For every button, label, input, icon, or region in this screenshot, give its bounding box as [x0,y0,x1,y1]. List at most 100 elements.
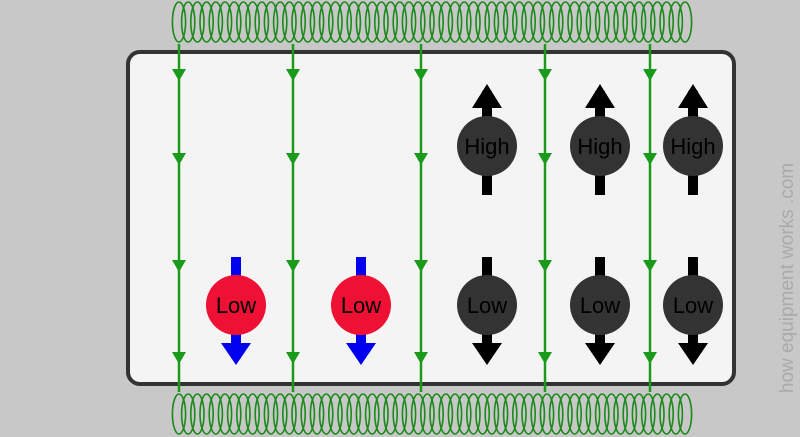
coil-top-winding [613,1,628,43]
spin-nucleus [206,275,266,335]
spin-label: Low [673,293,713,318]
spin-label: High [464,134,509,159]
coil-top-winding [401,1,417,43]
coil-bottom-winding [512,393,527,435]
coil-top-winding [604,1,619,43]
spin-arrow-down-icon [585,343,615,365]
coil-top-winding [438,1,454,43]
coil-top-winding [392,1,408,43]
coil-bottom-winding [419,393,435,435]
coil-bottom-winding [484,393,500,435]
field-lines [172,44,657,392]
field-arrowhead [414,153,428,165]
coil-bottom-winding [208,393,224,435]
coil-bottom-winding [263,393,279,435]
coil-top-winding [263,1,279,43]
coil-bottom-winding [392,393,408,435]
coil-bottom-winding [539,393,555,435]
coil-top-winding [475,1,490,43]
coil-bottom-winding [604,393,619,435]
coil-bottom-winding [199,393,214,435]
coil-bottom-winding [502,393,518,435]
spin-nucleus [663,275,723,335]
spin-nucleus [663,116,723,176]
field-arrowhead [172,69,186,81]
coil-bottom-winding [659,393,674,435]
coil-top-winding [373,1,389,43]
spin-arrow-up-icon [585,84,615,108]
coil-bottom-winding [337,393,352,435]
coil-top-winding [199,1,214,43]
coil-top-winding [539,1,555,43]
coil-top-winding [631,1,647,43]
coil-bottom [171,393,693,435]
field-arrowhead [286,69,300,81]
coil-bottom-winding [447,393,463,435]
coil-top-winding [217,1,233,43]
coil-bottom-winding [254,393,270,435]
spin-label: High [670,134,715,159]
coil-top-winding [171,1,187,43]
coil-bottom-winding [373,393,389,435]
spin-arrow-down-icon [346,343,376,365]
coil-bottom-winding [309,393,325,435]
spin-nucleus [570,116,630,176]
coil-top-winding [576,1,592,43]
coil-top-winding [337,1,352,43]
coil-bottom-winding [171,393,187,435]
field-arrowhead [643,69,657,81]
field-arrowhead [538,352,552,364]
coil-bottom-winding [245,393,260,435]
coil-bottom-winding [530,393,546,435]
spin-label: Low [467,293,507,318]
coil-bottom-winding [640,393,656,435]
coil-top-winding [530,1,546,43]
coil-top-winding [567,1,582,43]
field-arrowhead [538,153,552,165]
coil-top-winding [594,1,610,43]
coil-top-winding [512,1,527,43]
coil-top-winding [281,1,297,43]
spin-low-6: Low [570,257,630,365]
coil-bottom-winding [355,393,371,435]
coil-bottom-winding [226,393,242,435]
coil-top-winding [327,1,343,43]
coil-bottom-winding [558,393,573,435]
spin-high-5: High [570,84,630,195]
field-arrowhead [286,352,300,364]
coil-bottom-winding [631,393,647,435]
field-arrowhead [172,153,186,165]
field-arrowhead [286,260,300,272]
field-arrowhead [172,352,186,364]
spin-low-4: Low [457,257,517,365]
spin-low-1: Low [206,257,266,365]
spin-arrow-up-icon [472,84,502,108]
coil-bottom-winding [300,393,316,435]
coil-top-winding [300,1,316,43]
coil-bottom-winding [677,393,693,435]
field-arrowhead [643,352,657,364]
field-arrowhead [286,153,300,165]
spin-arrow-down-icon [678,343,708,365]
coil-bottom-winding [291,393,306,435]
coil-top-winding [355,1,371,43]
coil-bottom-winding [318,393,334,435]
spin-high-7: High [663,84,723,195]
coil-bottom-winding [456,393,472,435]
coil-top-winding [668,1,684,43]
coil-bottom-winding [668,393,684,435]
coil-top-winding [419,1,435,43]
spin-label: Low [341,293,381,318]
coil-bottom-winding [594,393,610,435]
coil-top-winding [521,1,536,43]
coil-top-winding [226,1,242,43]
coil-bottom-winding [346,393,362,435]
spin-arrow-down-icon [472,343,502,365]
coil-bottom-winding [383,393,398,435]
spin-high-3: High [457,84,517,195]
coil-bottom-winding [650,393,665,435]
coil-top-winding [245,1,260,43]
coil-bottom-winding [272,393,288,435]
